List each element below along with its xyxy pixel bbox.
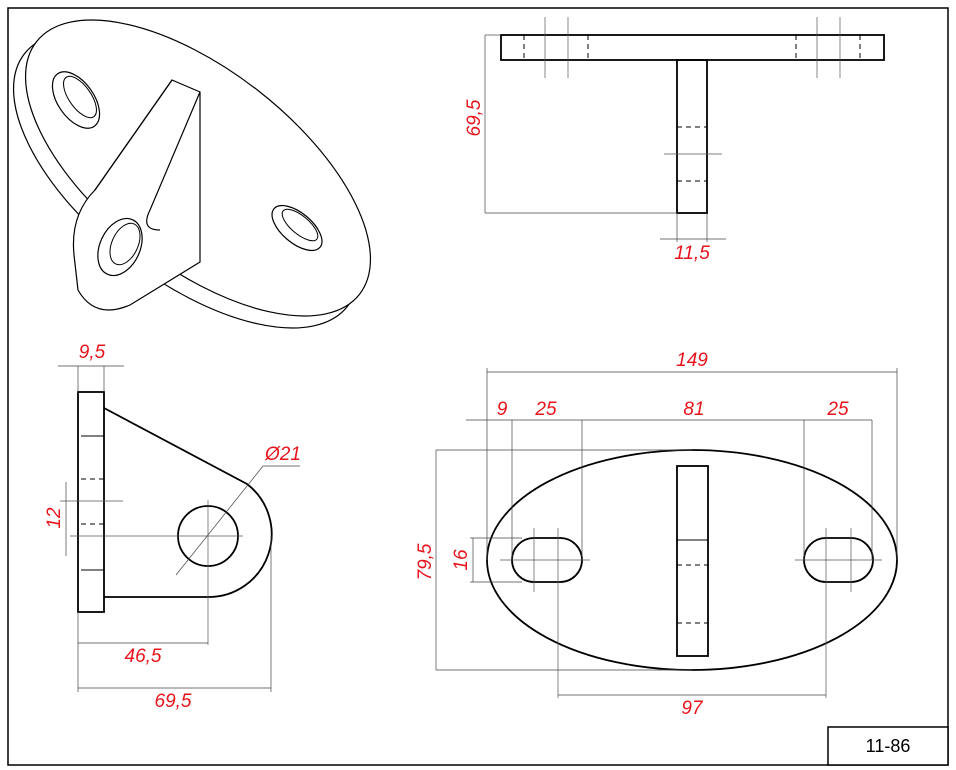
dim-slot-center: 97 [681, 698, 704, 719]
title-block: 11-86 [827, 726, 949, 766]
dim-slot-right: 25 [826, 399, 849, 420]
drawing-number: 11-86 [866, 736, 911, 756]
dim-stem-width: 11,5 [674, 243, 710, 264]
side-view: 9,5 12 Ø21 46,5 69,5 [44, 342, 301, 712]
dim-plate-thickness: 9,5 [79, 342, 106, 363]
dim-slot-spacing: 81 [683, 399, 704, 420]
dim-overall-height: 79,5 [415, 543, 436, 580]
dim-hole-diameter: Ø21 [264, 444, 301, 465]
dim-hole-center: 46,5 [125, 646, 162, 667]
dim-offset: 12 [44, 507, 65, 529]
isometric-view [12, 19, 372, 329]
top-view: 69,5 11,5 [464, 17, 885, 264]
dim-slot-height: 16 [451, 549, 472, 571]
dim-overall-width: 149 [676, 350, 708, 371]
front-view: 149 9 25 81 25 79,5 16 97 [415, 350, 898, 719]
dim-overall-depth: 69,5 [155, 691, 192, 712]
sheet-border [7, 7, 949, 766]
dim-slot-left: 25 [534, 399, 557, 420]
dim-edge-to-slot: 9 [497, 399, 508, 420]
dim-height: 69,5 [464, 99, 485, 136]
